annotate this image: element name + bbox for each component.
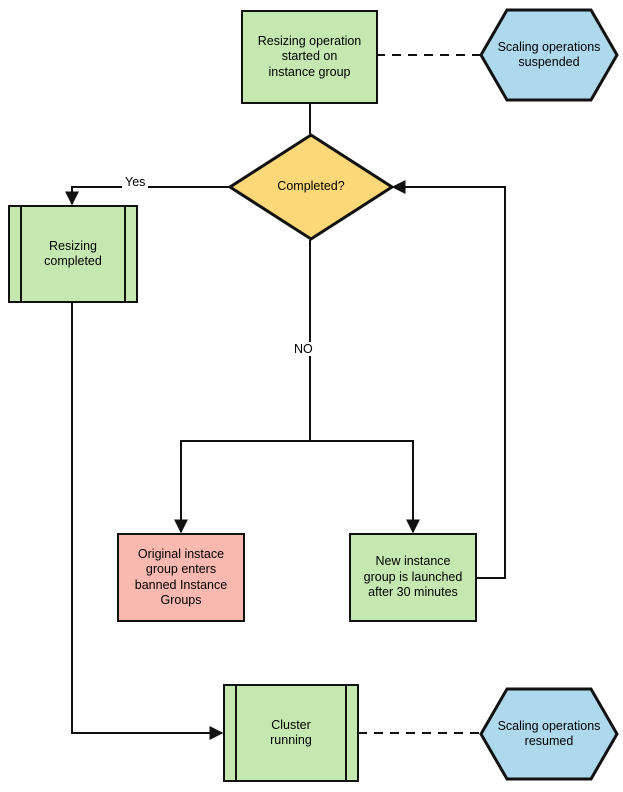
node-new-group-launched-label: New instance group is launched after 30 … <box>363 554 463 600</box>
edge-new-group-back-to-decision <box>391 180 506 579</box>
node-completed-decision-label: Completed? <box>277 179 345 194</box>
node-cluster-running-label: Cluster running <box>270 717 312 748</box>
node-scaling-resumed-label: Scaling operations resumed <box>497 718 601 749</box>
node-resizing-started[interactable]: Resizing operation started on instance g… <box>241 10 378 104</box>
edge-label-yes: Yes <box>122 175 149 189</box>
node-resizing-completed[interactable]: Resizing completed <box>8 205 138 303</box>
edge-no-to-new-group-launched <box>310 440 420 534</box>
node-scaling-suspended[interactable]: Scaling operations suspended <box>479 8 619 102</box>
predefined-process-bar-left <box>20 207 22 301</box>
hexagon-shape <box>479 8 619 102</box>
predefined-process-bar-left <box>235 686 237 780</box>
edge-decision-yes-to-resizing-completed <box>65 186 229 206</box>
predefined-process-bar-right <box>345 686 347 780</box>
node-cluster-running[interactable]: Cluster running <box>223 684 359 782</box>
node-completed-decision[interactable]: Completed? <box>228 133 394 241</box>
node-original-group-banned-label: Original instace group enters banned Ins… <box>134 546 228 608</box>
node-resizing-completed-label: Resizing completed <box>44 238 102 269</box>
predefined-process-bar-right <box>124 207 126 301</box>
edge-resizing-completed-to-cluster-running <box>71 303 224 740</box>
diamond-shape <box>228 133 394 241</box>
hexagon-shape <box>479 687 619 781</box>
node-scaling-suspended-label: Scaling operations suspended <box>497 39 601 70</box>
node-new-group-launched[interactable]: New instance group is launched after 30 … <box>349 533 477 622</box>
edge-label-no: NO <box>291 342 316 356</box>
node-original-group-banned[interactable]: Original instace group enters banned Ins… <box>117 533 245 622</box>
node-resizing-started-label: Resizing operation started on instance g… <box>257 33 362 79</box>
node-scaling-resumed[interactable]: Scaling operations resumed <box>479 687 619 781</box>
edge-no-to-original-group-banned <box>174 440 310 534</box>
